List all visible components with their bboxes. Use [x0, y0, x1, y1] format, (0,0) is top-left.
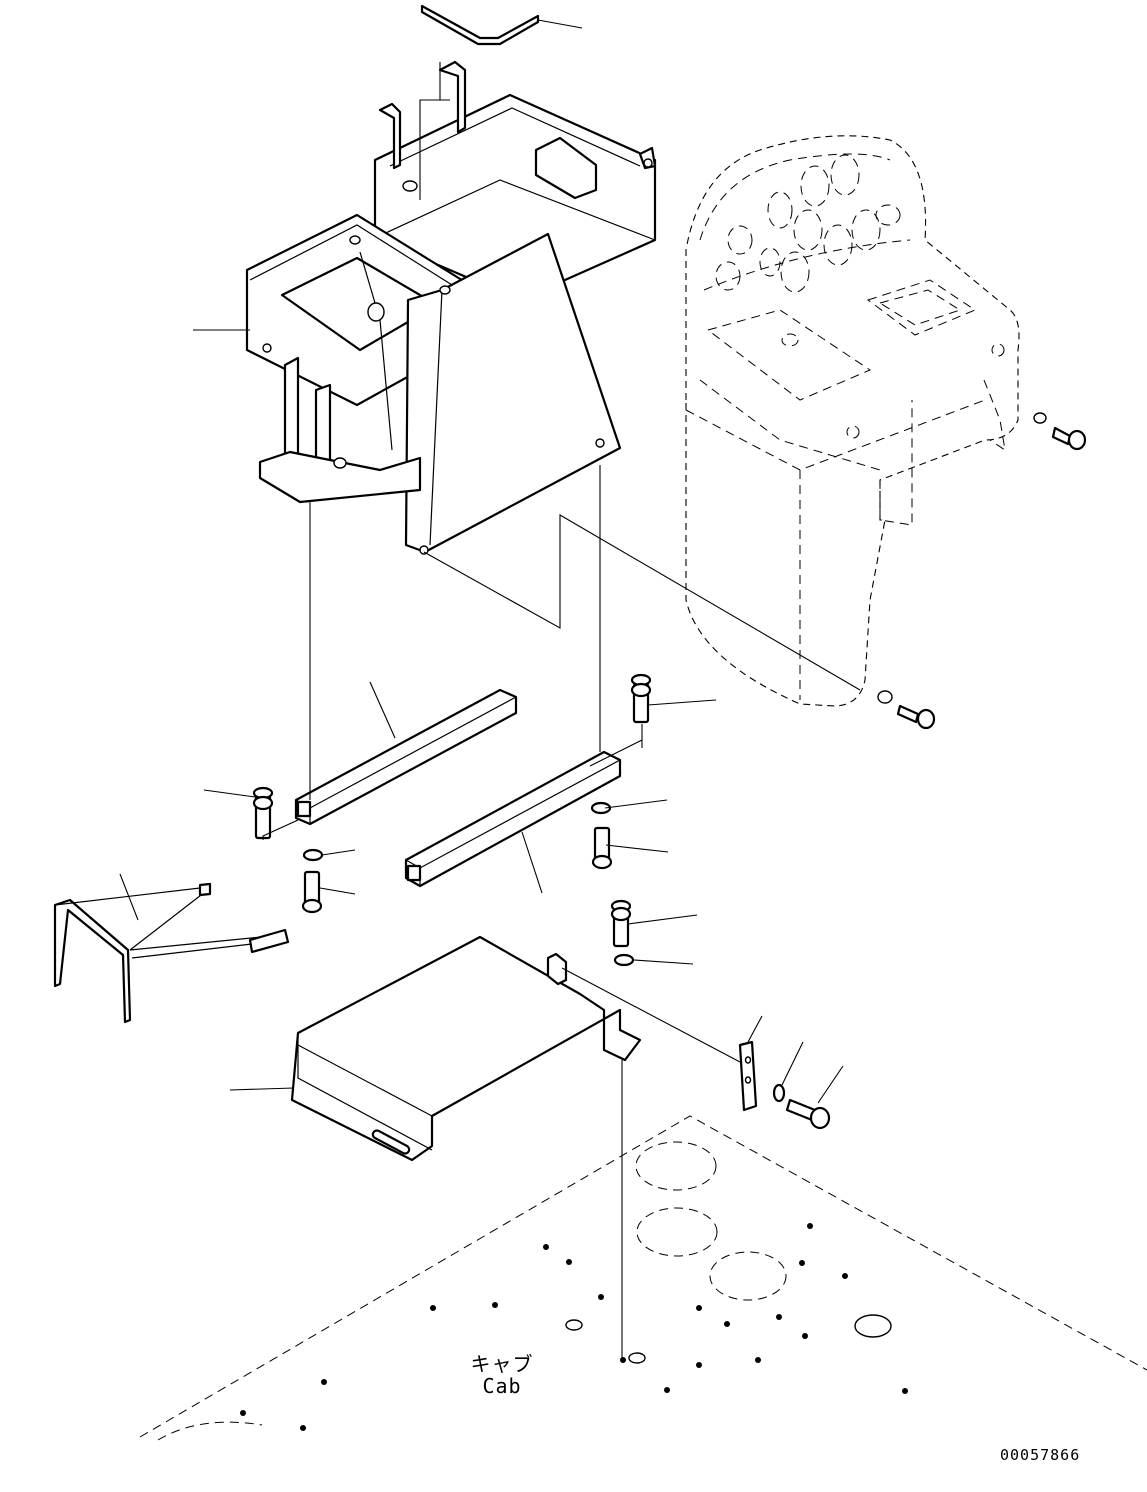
cab-floor	[139, 1115, 1147, 1441]
base-plate-drawing	[290, 935, 758, 1162]
bracket-box-drawing	[245, 4, 657, 555]
rail-drawing	[294, 688, 622, 888]
step-frame-drawing	[53, 882, 290, 1024]
washer-drawing	[302, 801, 786, 1103]
figure-number: 00057866	[1000, 1446, 1081, 1464]
cab-label-en: Cab	[482, 1374, 522, 1398]
leader-lines	[119, 19, 861, 1360]
bolt-drawing	[252, 673, 831, 1130]
console-drawing	[685, 135, 1087, 730]
cab-label-jp: キャブ	[470, 1352, 534, 1376]
